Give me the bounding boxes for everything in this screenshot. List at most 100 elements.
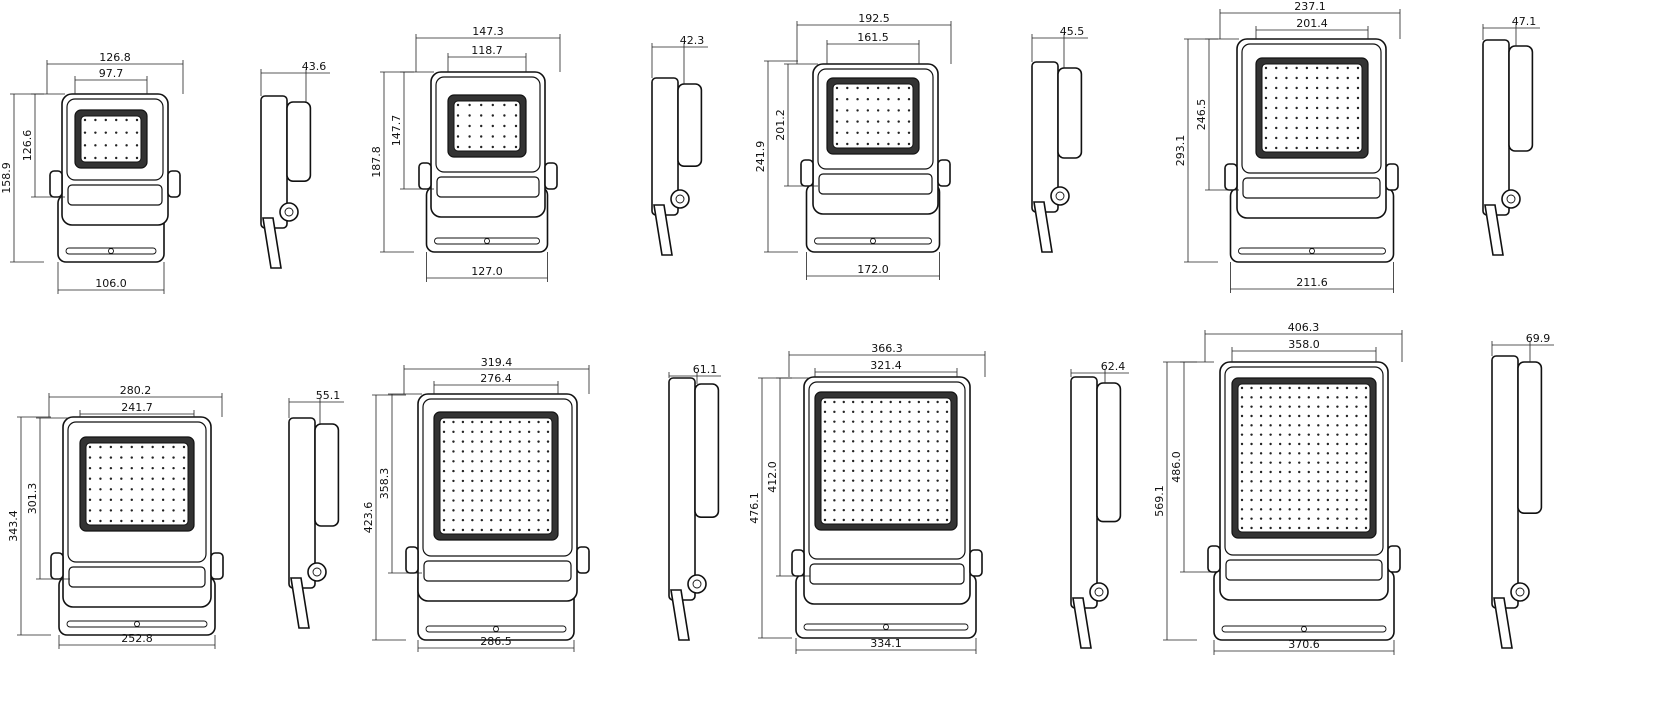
- side-knob-left: [49, 170, 63, 198]
- led: [130, 466, 133, 470]
- led: [898, 440, 902, 443]
- led: [518, 469, 521, 473]
- led: [936, 400, 939, 404]
- led: [461, 518, 465, 522]
- led: [499, 460, 502, 463]
- led: [1240, 386, 1244, 390]
- led: [104, 118, 108, 122]
- led: [490, 489, 493, 492]
- led: [880, 410, 883, 414]
- led: [1259, 442, 1263, 446]
- led: [499, 479, 502, 483]
- led: [527, 420, 531, 424]
- led: [104, 131, 108, 134]
- side-knob-right: [576, 546, 590, 574]
- side-knob-left: [418, 162, 432, 190]
- dimension-label: 106.0: [95, 277, 127, 290]
- led: [1364, 508, 1368, 511]
- led: [1240, 424, 1244, 427]
- led: [945, 469, 949, 473]
- led: [1269, 414, 1272, 418]
- bracket-hole: [870, 238, 876, 244]
- led: [1288, 470, 1291, 474]
- side-knob-right: [210, 552, 224, 580]
- led: [461, 499, 465, 502]
- led: [490, 420, 493, 424]
- led: [833, 420, 836, 423]
- led: [456, 103, 460, 107]
- led: [833, 479, 836, 482]
- led: [491, 103, 494, 107]
- led: [1355, 414, 1358, 418]
- led: [833, 430, 836, 433]
- led: [471, 499, 474, 502]
- led: [835, 109, 839, 112]
- led: [1346, 86, 1349, 90]
- led: [151, 509, 154, 512]
- led: [1278, 414, 1282, 418]
- led: [1326, 106, 1329, 110]
- led: [907, 109, 911, 112]
- led: [1317, 414, 1320, 418]
- led: [1305, 96, 1309, 100]
- led: [1298, 508, 1301, 511]
- side-knob-left: [405, 546, 419, 574]
- led: [908, 420, 911, 423]
- led: [151, 477, 154, 480]
- led: [1278, 433, 1282, 436]
- led: [927, 508, 930, 512]
- led: [1317, 405, 1320, 408]
- led: [161, 456, 165, 459]
- led: [833, 469, 836, 473]
- dimension-label: 161.5: [857, 31, 889, 44]
- led: [1356, 96, 1360, 100]
- led: [182, 509, 186, 512]
- led: [508, 450, 512, 453]
- led: [823, 430, 827, 433]
- led: [1305, 86, 1309, 90]
- led: [1298, 461, 1301, 464]
- led: [120, 477, 123, 480]
- led: [842, 489, 845, 492]
- side-knob-left: [1224, 163, 1238, 191]
- led: [1364, 498, 1368, 502]
- led: [833, 440, 836, 443]
- led: [471, 489, 474, 492]
- led: [518, 489, 521, 492]
- led: [1356, 76, 1360, 80]
- led: [1264, 126, 1268, 130]
- led: [1250, 480, 1253, 483]
- led: [471, 469, 474, 473]
- bracket-hole: [134, 621, 140, 627]
- led: [546, 420, 550, 424]
- led: [480, 518, 484, 522]
- side-knob-right: [937, 159, 951, 187]
- led: [898, 420, 902, 423]
- dimension-label: 147.3: [472, 25, 504, 38]
- led-array: [83, 118, 139, 160]
- led: [1364, 461, 1368, 464]
- led: [172, 456, 175, 459]
- led: [172, 498, 175, 502]
- led: [468, 135, 471, 138]
- led: [527, 460, 531, 463]
- led: [861, 440, 864, 443]
- led: [856, 109, 859, 112]
- led: [1307, 433, 1310, 436]
- led: [1336, 517, 1339, 520]
- led: [835, 86, 839, 90]
- led: [527, 440, 531, 443]
- bracket-slot: [66, 620, 208, 628]
- led: [161, 445, 165, 449]
- led: [461, 450, 465, 453]
- led: [1356, 146, 1360, 150]
- side-knob-right: [544, 162, 558, 190]
- led: [1285, 136, 1288, 140]
- led: [172, 477, 175, 480]
- led: [1259, 424, 1263, 427]
- led: [1345, 489, 1349, 492]
- led: [861, 400, 864, 404]
